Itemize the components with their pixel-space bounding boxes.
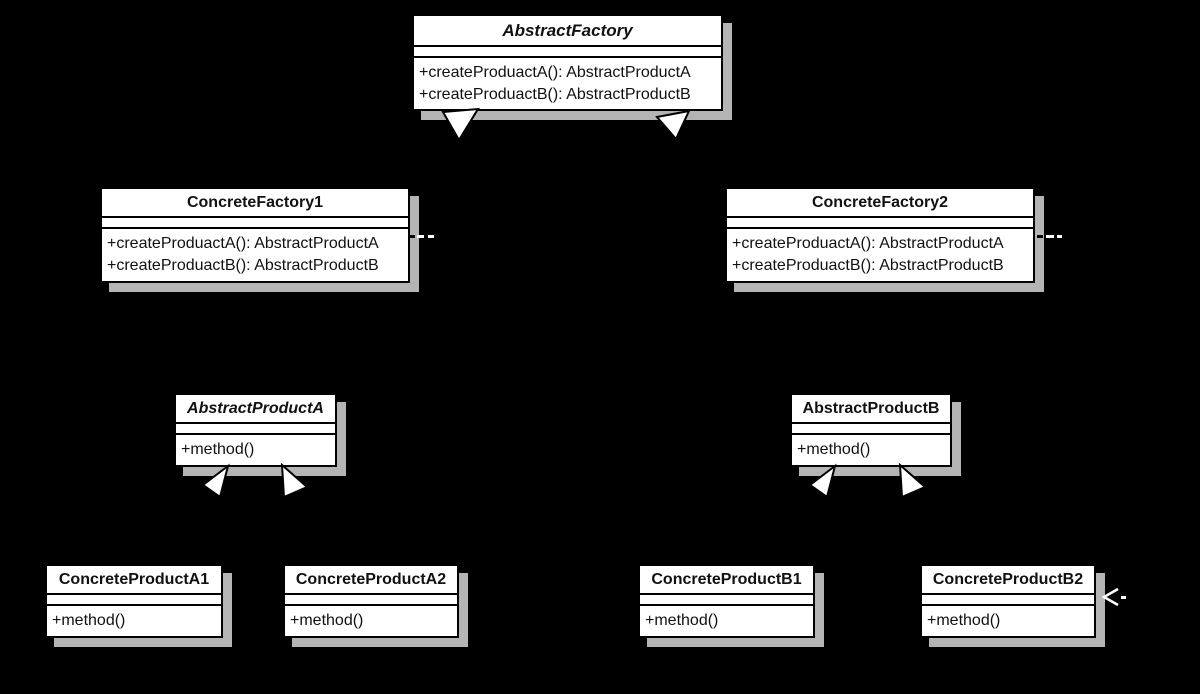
class-box-concreteproducta1: ConcreteProductA1 +method() [45, 564, 223, 638]
generalization-arrowhead-icon [280, 462, 309, 499]
class-box-concreteproductb2: ConcreteProductB2 +method() [920, 564, 1096, 638]
methods-compartment: +createProduactA(): AbstractProductA +cr… [727, 229, 1033, 281]
generalization-arrowhead-icon [201, 463, 230, 499]
class-method: +createProduactA(): AbstractProductA [419, 63, 691, 81]
class-title: AbstractProductB [792, 395, 950, 424]
class-method: +createProduactB(): AbstractProductB [419, 85, 691, 103]
class-method: +method() [290, 612, 364, 629]
attributes-compartment [414, 47, 721, 58]
class-box-concretefactory2: ConcreteFactory2 +createProduactA(): Abs… [725, 187, 1035, 283]
attributes-compartment [727, 218, 1033, 229]
class-title: ConcreteProductB1 [640, 566, 813, 595]
class-title: ConcreteFactory2 [727, 189, 1033, 218]
class-method: +createProduactA(): AbstractProductA [732, 235, 1004, 252]
dependency-arrowhead-icon [1101, 587, 1119, 607]
attributes-compartment [176, 424, 335, 435]
class-method: +method() [181, 441, 255, 458]
methods-compartment: +method() [792, 435, 950, 465]
class-method: +createProduactB(): AbstractProductB [732, 257, 1004, 274]
dependency-dash [1121, 596, 1126, 599]
methods-compartment: +createProduactA(): AbstractProductA +cr… [102, 229, 408, 281]
attributes-compartment [922, 595, 1094, 606]
methods-compartment: +method() [922, 606, 1094, 636]
class-method: +method() [797, 441, 871, 458]
class-box-concreteproductb1: ConcreteProductB1 +method() [638, 564, 815, 638]
attributes-compartment [47, 595, 221, 606]
attributes-compartment [640, 595, 813, 606]
methods-compartment: +method() [285, 606, 457, 636]
class-box-abstractfactory: AbstractFactory +createProduactA(): Abst… [412, 14, 723, 111]
class-box-abstractproducta: AbstractProductA +method() [174, 393, 337, 467]
class-method: +method() [927, 612, 1001, 629]
methods-compartment: +method() [47, 606, 221, 636]
class-title: ConcreteProductA2 [285, 566, 457, 595]
class-method: +createProduactA(): AbstractProductA [107, 235, 379, 252]
class-method: +method() [52, 612, 126, 629]
dependency-dash [1057, 235, 1062, 238]
attributes-compartment [285, 595, 457, 606]
class-title: ConcreteFactory1 [102, 189, 408, 218]
class-title: ConcreteProductB2 [922, 566, 1094, 595]
class-box-concreteproducta2: ConcreteProductA2 +method() [283, 564, 459, 638]
methods-compartment: +createProduactA(): AbstractProductA +cr… [414, 58, 721, 109]
attributes-compartment [792, 424, 950, 435]
dependency-dash [1037, 235, 1043, 238]
methods-compartment: +method() [176, 435, 335, 465]
dependency-dash [417, 235, 424, 238]
generalization-arrowhead-icon [898, 462, 927, 499]
dependency-dash [428, 235, 434, 238]
class-title: AbstractProductA [176, 395, 335, 424]
methods-compartment: +method() [640, 606, 813, 636]
class-method: +createProduactB(): AbstractProductB [107, 257, 379, 274]
class-box-concretefactory1: ConcreteFactory1 +createProduactA(): Abs… [100, 187, 410, 283]
generalization-arrowhead-icon [808, 463, 837, 499]
dependency-dash [1046, 235, 1054, 238]
class-title: ConcreteProductA1 [47, 566, 221, 595]
class-method: +method() [645, 612, 719, 629]
attributes-compartment [102, 218, 408, 229]
generalization-arrowhead-icon [441, 107, 480, 142]
generalization-arrowhead-icon [655, 109, 691, 141]
class-box-abstractproductb: AbstractProductB +method() [790, 393, 952, 467]
class-title: AbstractFactory [414, 16, 721, 47]
